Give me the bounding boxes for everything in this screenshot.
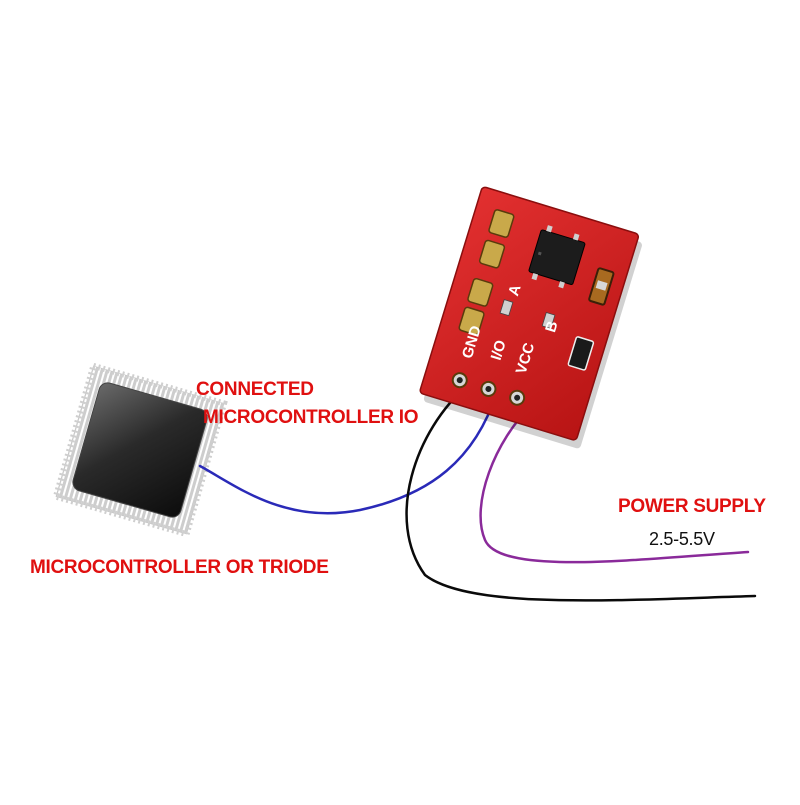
power-supply-label: POWER SUPPLY xyxy=(618,496,766,517)
mcu-label: MICROCONTROLLER OR TRIODE xyxy=(30,557,329,578)
touch-sensor-module: A B GND I/O VCC xyxy=(419,186,642,449)
pin-label-io: I/O xyxy=(488,338,510,362)
microcontroller-chip xyxy=(52,362,228,538)
connected-label-line1: CONNECTED xyxy=(196,379,314,400)
resistor xyxy=(567,336,595,371)
connected-label-line2: MICROCONTROLLER IO xyxy=(203,407,419,428)
jumper-label-b: B xyxy=(542,319,561,334)
sensor-ic xyxy=(528,229,586,285)
jumper-label-a: A xyxy=(505,283,524,298)
vcc-wire xyxy=(479,403,750,564)
io-wire xyxy=(198,390,499,515)
voltage-label: 2.5-5.5V xyxy=(649,529,715,549)
gnd-wire xyxy=(405,383,757,602)
